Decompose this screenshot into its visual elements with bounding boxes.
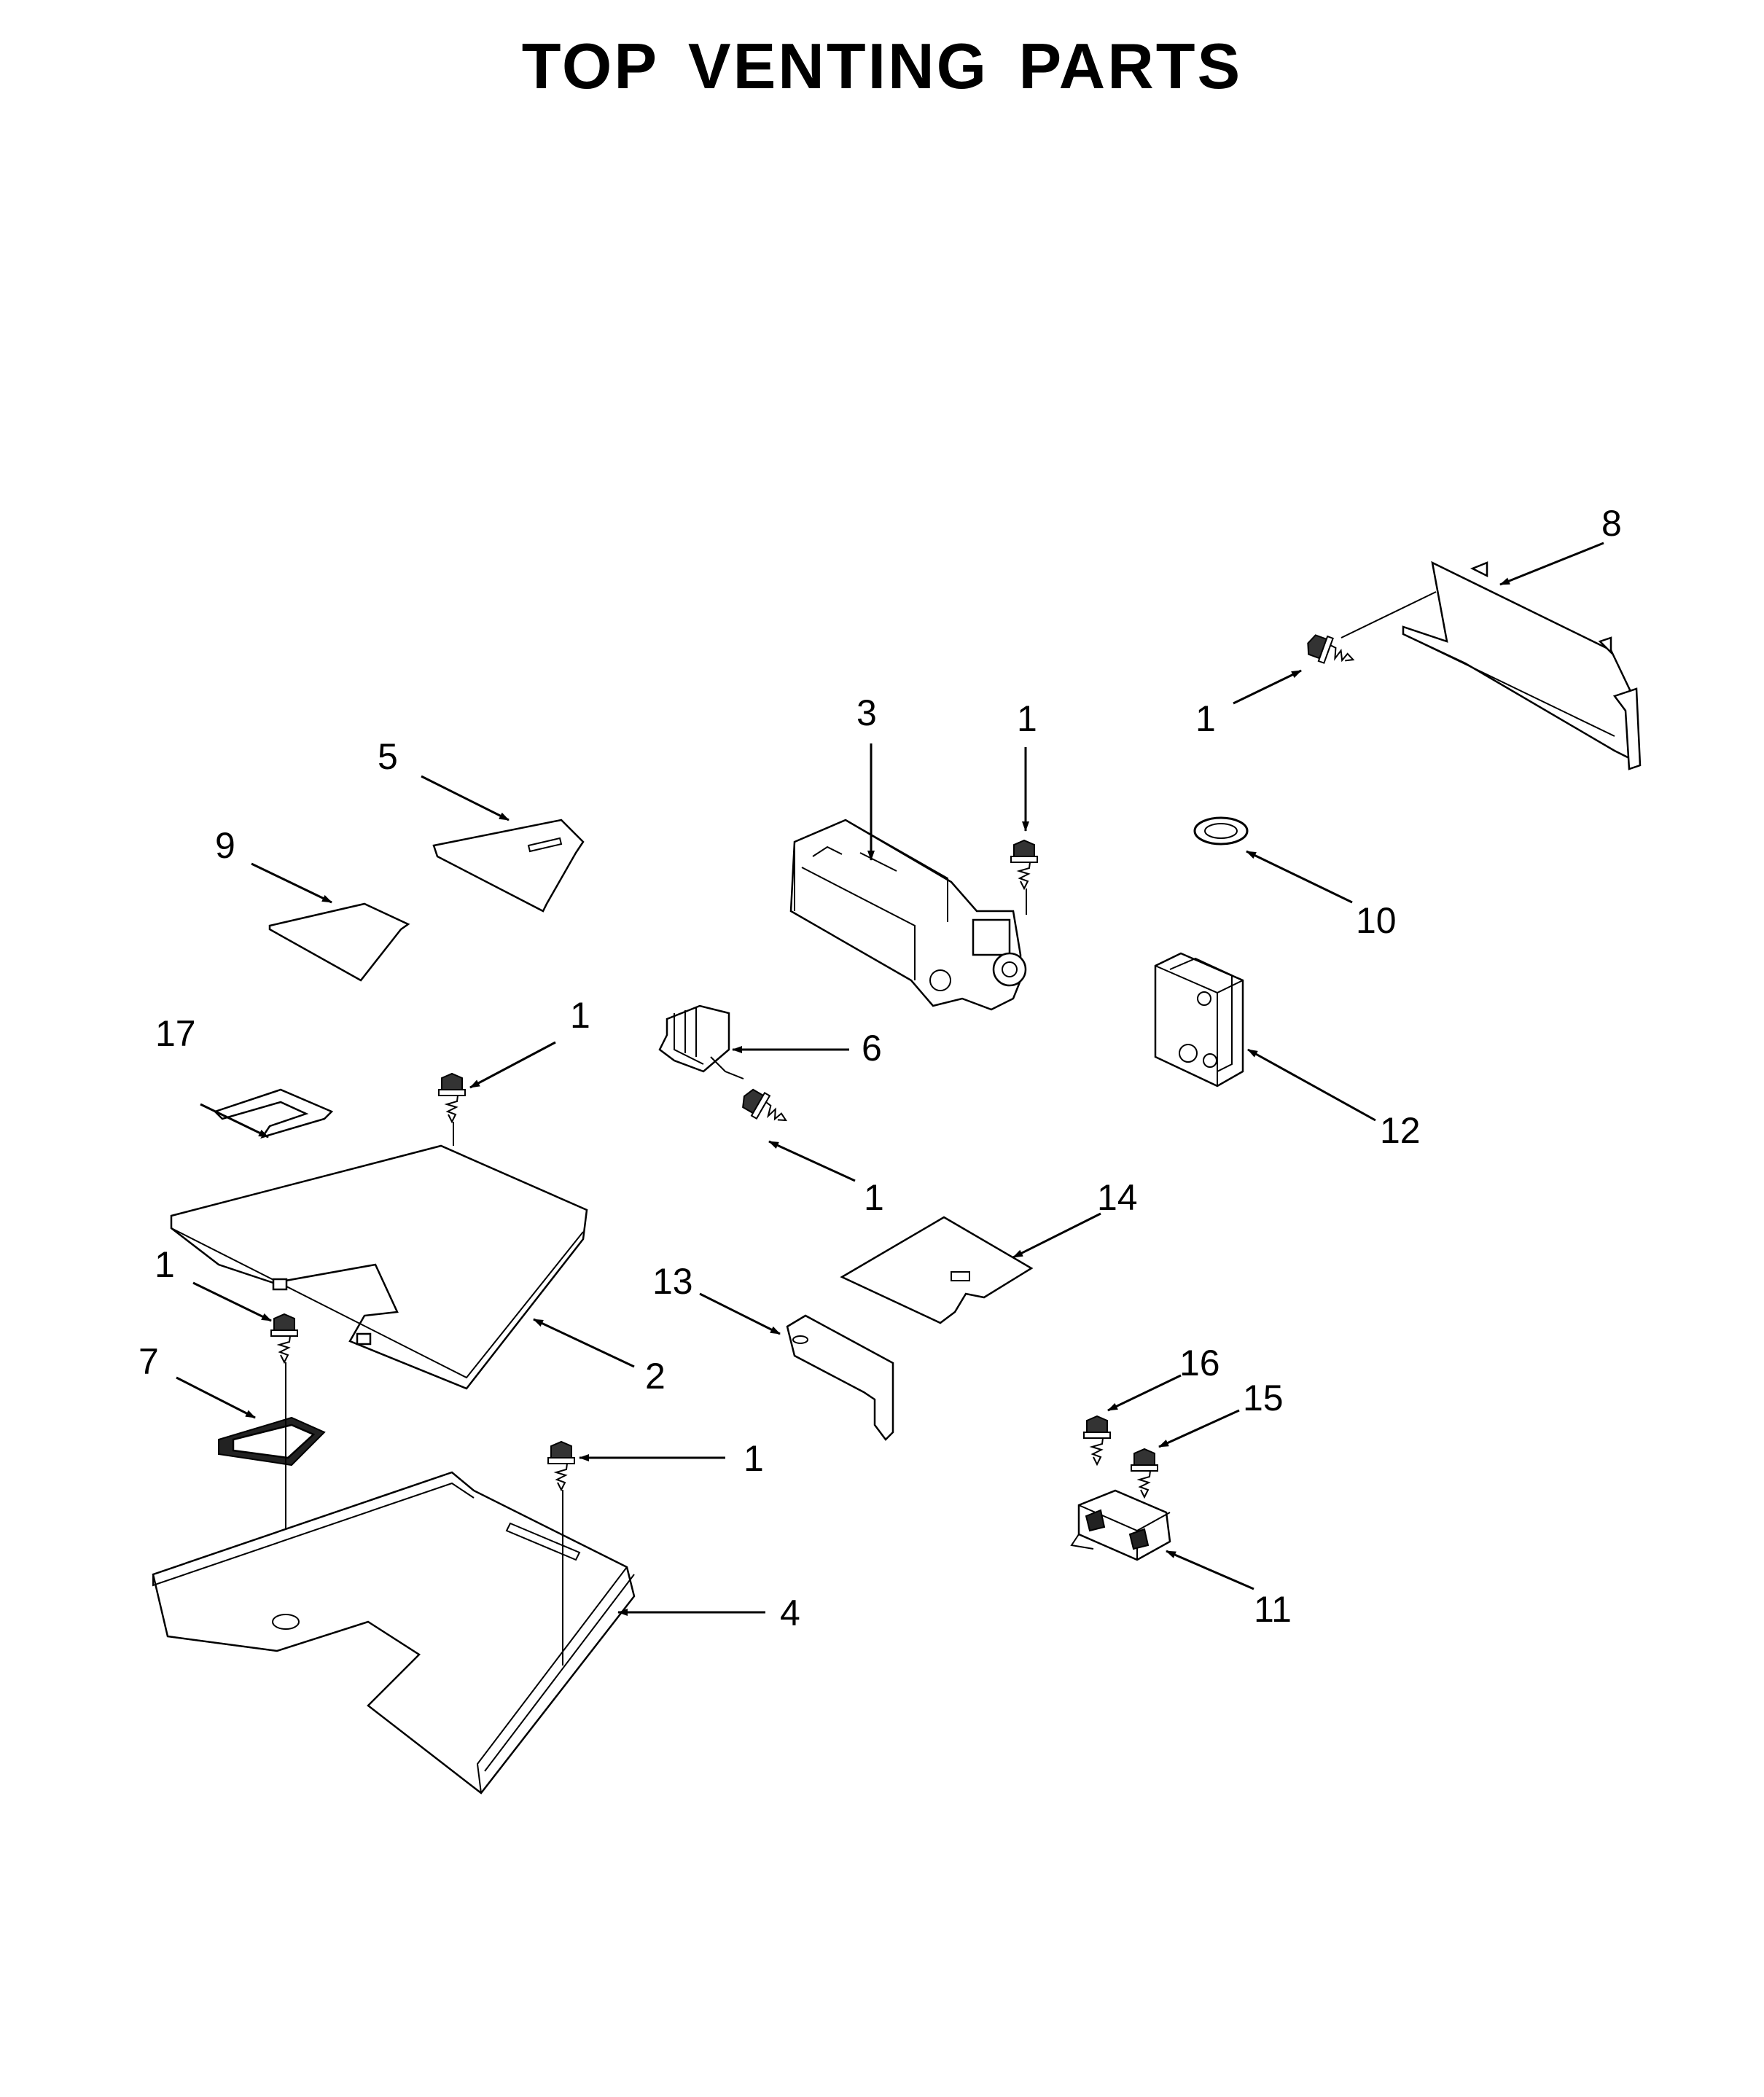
callout-1-b: 1: [1017, 698, 1037, 739]
part-1-screw-4: [547, 1441, 575, 1491]
callout-6: 6: [862, 1028, 882, 1069]
page-title: TOP VENTING PARTS: [521, 30, 1243, 102]
callout-8: 8: [1601, 503, 1622, 544]
callout-10: 10: [1356, 900, 1397, 941]
leader-lines: [176, 542, 1604, 1616]
part-16-screw: [1083, 1415, 1111, 1465]
part-1-screw-3: [1010, 840, 1038, 889]
callout-12: 12: [1380, 1110, 1421, 1151]
callout-3: 3: [856, 692, 877, 733]
callout-2: 2: [645, 1356, 666, 1397]
callout-9: 9: [215, 825, 235, 866]
part-1-screw-2: [438, 1073, 466, 1122]
part-12-junction-box: [1154, 952, 1244, 1087]
callout-1-d: 1: [864, 1177, 884, 1218]
part-1-screw-6: [736, 1084, 794, 1133]
part-8-vent-bracket: [1402, 561, 1642, 770]
callout-4: 4: [780, 1593, 800, 1633]
part-9-plate: [268, 902, 410, 982]
callout-15: 15: [1243, 1378, 1284, 1418]
part-15-screw: [1131, 1448, 1158, 1498]
callout-1-e: 1: [155, 1244, 175, 1285]
callout-16: 16: [1179, 1343, 1220, 1383]
part-10-washer: [1193, 816, 1249, 846]
part-2-plate: [170, 1144, 588, 1390]
part-6-igniter: [658, 1004, 744, 1079]
callout-5: 5: [378, 736, 398, 777]
part-3-gas-valve: [789, 819, 1027, 1011]
callout-17: 17: [155, 1013, 196, 1054]
part-7-bracket: [218, 1416, 326, 1467]
callout-14: 14: [1097, 1177, 1138, 1218]
part-17-gasket: [213, 1088, 334, 1139]
callout-1-c: 1: [570, 995, 590, 1036]
part-4-base-panel: [152, 1471, 636, 1795]
part-1-screw-7: [270, 1313, 298, 1363]
part-5-plate: [432, 819, 585, 913]
part-11-terminal-block: [1070, 1489, 1171, 1561]
callout-labels: 8 1 3 1 5 9 10 17 1 6 12 1 14 13 1 2 7 1…: [138, 503, 1622, 1633]
part-14-plate: [840, 1216, 1034, 1324]
part-13-plate: [786, 1314, 894, 1441]
callout-1-a: 1: [1195, 698, 1216, 739]
callout-13: 13: [652, 1261, 693, 1302]
callout-1-f: 1: [744, 1438, 764, 1479]
part-1-screw-8: [1303, 630, 1359, 673]
callout-7: 7: [138, 1341, 159, 1382]
callout-11: 11: [1254, 1589, 1292, 1630]
